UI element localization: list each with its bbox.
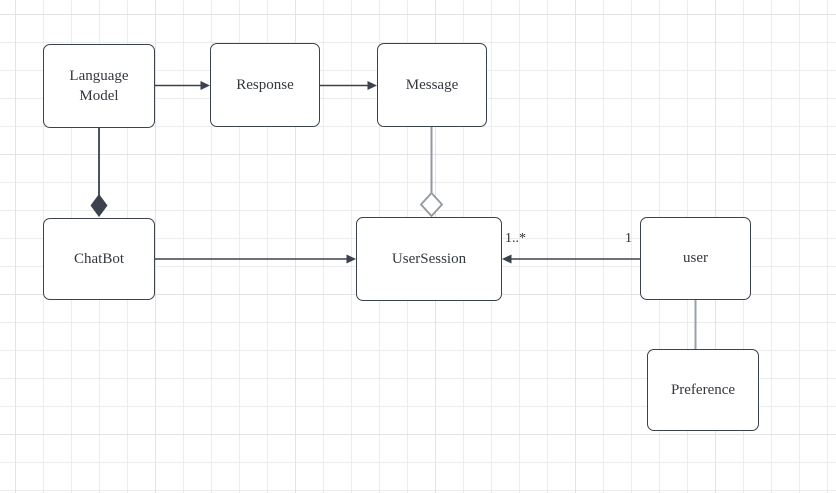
node-preference[interactable]: Preference [647, 349, 759, 431]
arrowhead-usersession-right-icon[interactable] [502, 254, 512, 264]
node-user[interactable]: user [640, 217, 751, 300]
node-chatbot[interactable]: ChatBot [43, 218, 155, 300]
arrowhead-usersession-left-icon[interactable] [346, 254, 357, 264]
node-label-message: Message [405, 76, 459, 93]
edge-label-multiplicity-usersession[interactable]: 1..* [505, 231, 526, 246]
aggregation-diamond-icon[interactable] [419, 191, 444, 218]
node-label-preference: Preference [670, 381, 736, 398]
node-response[interactable]: Response [210, 43, 320, 127]
edge-label-multiplicity-user[interactable]: 1 [625, 231, 632, 246]
composition-diamond-icon[interactable] [90, 194, 108, 217]
node-label-chatbot: ChatBot [73, 250, 124, 267]
node-label-response: Response [236, 76, 294, 93]
arrowhead-response-icon[interactable] [200, 81, 211, 90]
node-label-language-model: Language Model [69, 67, 129, 104]
node-label-user: user [683, 250, 708, 267]
node-language-model[interactable]: Language Model [43, 44, 155, 128]
node-message[interactable]: Message [377, 43, 487, 127]
node-usersession[interactable]: UserSession [356, 217, 502, 301]
arrowhead-message-icon[interactable] [367, 81, 378, 90]
node-label-usersession: UserSession [391, 250, 467, 267]
